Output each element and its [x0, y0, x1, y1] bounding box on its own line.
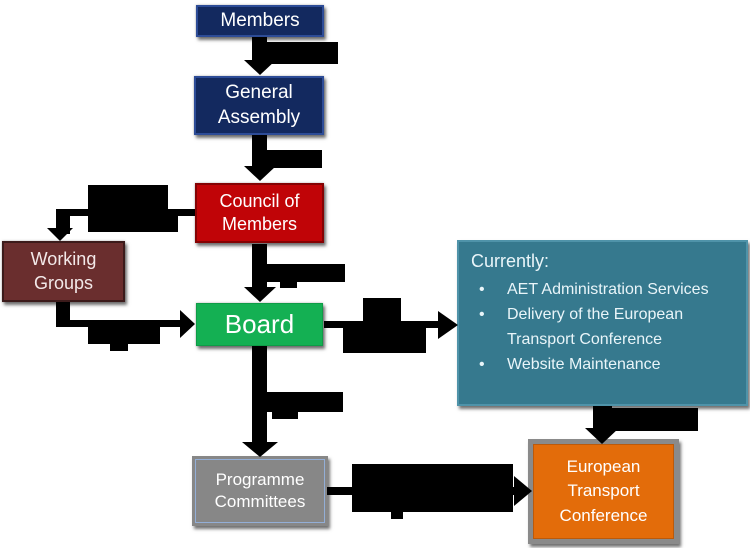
arrow-council-to-board-head [244, 287, 276, 302]
redacted-label [267, 150, 322, 168]
redacted-label [612, 408, 698, 431]
redacted-label [88, 211, 178, 232]
arrow-council-to-wg-head [47, 228, 73, 241]
box-board-label: Board [224, 308, 295, 339]
services-title: Currently: [471, 251, 550, 271]
box-services: Currently: • AET Administration Services… [457, 240, 748, 406]
box-general-assembly: General Assembly [194, 76, 324, 135]
bullet-icon: • [479, 281, 485, 298]
services-bullet-3-text: Website Maintenance [507, 356, 661, 373]
services-bullet-1-text: AET Administration Services [507, 281, 709, 298]
redacted-label [352, 464, 513, 512]
redacted-label [280, 281, 297, 288]
arrow-council-to-board-shaft [252, 244, 267, 291]
arrow-members-to-ga-shaft [252, 37, 267, 64]
bullet-icon: • [479, 306, 485, 323]
arrow-ga-to-council-head [244, 166, 276, 181]
redacted-label [88, 185, 168, 213]
redacted-label [267, 264, 345, 282]
services-bullet-2-text: Delivery of the European Transport Confe… [507, 306, 684, 348]
box-programme-committees: Programme Committees [192, 456, 328, 526]
arrow-services-to-etc-shaft [593, 406, 612, 431]
arrow-board-to-services-hline [324, 321, 444, 328]
redacted-label [267, 392, 343, 412]
box-programme-label: Programme Committees [214, 469, 306, 511]
arrow-board-to-services-head [438, 311, 458, 339]
redacted-label [343, 328, 426, 353]
box-working-groups-label: Working Groups [30, 249, 97, 293]
bullet-icon: • [479, 356, 485, 373]
arrow-programme-to-etc-head [514, 476, 532, 506]
box-board: Board [196, 303, 323, 346]
services-bullet-3: • Website Maintenance [471, 352, 734, 377]
box-working-groups: Working Groups [2, 241, 125, 302]
box-members: Members [196, 5, 324, 37]
services-bullet-2: • Delivery of the European Transport Con… [471, 302, 734, 352]
arrow-council-to-wg-vshaft [56, 209, 70, 234]
box-european-transport-conference: European Transport Conference [528, 439, 679, 544]
arrow-wg-to-board-hline [56, 320, 182, 327]
arrow-wg-to-board-head [180, 310, 195, 338]
box-members-label: Members [220, 9, 300, 31]
redacted-label [272, 410, 298, 419]
arrow-board-to-programme-shaft [252, 346, 267, 446]
box-council-of-members: Council of Members [195, 183, 324, 243]
services-bullet-1: • AET Administration Services [471, 277, 734, 302]
arrow-services-to-etc-head [585, 428, 619, 444]
redacted-label [264, 42, 338, 64]
box-etc-inner: European Transport Conference [533, 444, 674, 539]
redacted-label [88, 327, 160, 344]
box-council-label: Council of Members [219, 190, 300, 234]
arrow-ga-to-council-shaft [252, 135, 267, 168]
redacted-label [110, 342, 128, 351]
redacted-label [363, 298, 401, 322]
box-etc-label: European Transport Conference [559, 456, 648, 525]
arrow-board-to-programme-head [242, 442, 278, 457]
box-general-assembly-label: General Assembly [217, 81, 301, 128]
redacted-label [391, 510, 403, 519]
